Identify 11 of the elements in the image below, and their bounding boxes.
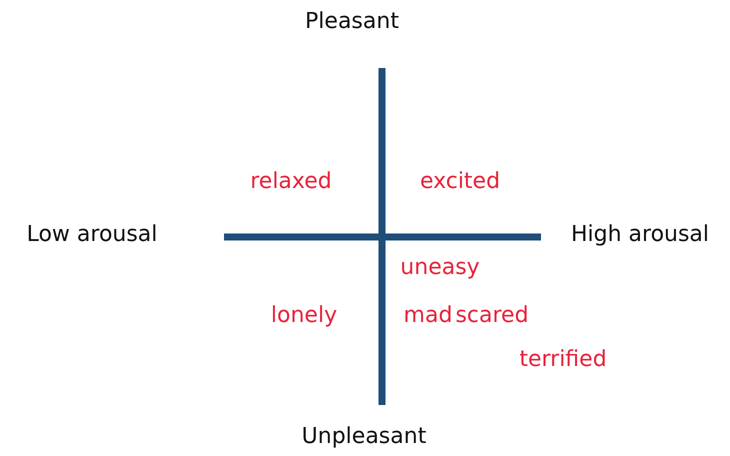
emotion-word: scared bbox=[455, 302, 529, 330]
axis-label: Pleasant bbox=[305, 8, 399, 36]
emotion-word: lonely bbox=[270, 302, 338, 330]
emotion-word: terrified bbox=[519, 346, 607, 374]
emotion-word: mad bbox=[404, 302, 452, 330]
emotion-word: relaxed bbox=[250, 168, 332, 196]
emotion-word: excited bbox=[420, 168, 500, 196]
axis-label: High arousal bbox=[570, 222, 710, 248]
axis-label: Unpleasant bbox=[302, 424, 426, 450]
axis-label: Low arousal bbox=[26, 222, 158, 248]
emotion-word: uneasy bbox=[400, 254, 480, 282]
